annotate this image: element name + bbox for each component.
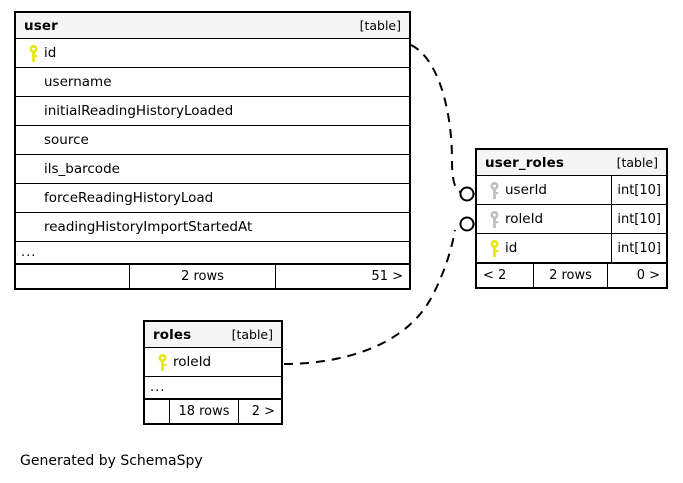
column-cell: ils_barcode <box>16 155 409 183</box>
table-row[interactable]: userId int[10] <box>477 176 666 205</box>
more-columns-indicator: ... <box>16 242 409 264</box>
column-cell: initialReadingHistoryLoaded <box>16 97 409 125</box>
table-roles-tag: [table] <box>231 327 273 342</box>
table-user-header: user [table] <box>16 13 409 39</box>
foreign-key-icon <box>483 210 505 228</box>
table-row[interactable]: source <box>16 126 409 155</box>
column-type: int[10] <box>611 176 666 204</box>
column-name: userId <box>505 182 547 198</box>
footer-parents[interactable] <box>16 265 129 288</box>
table-user-footer: 2 rows 51 > <box>16 264 409 288</box>
footer-row-count: 2 rows <box>533 264 608 287</box>
column-type: int[10] <box>611 234 666 262</box>
column-name: roleId <box>173 354 212 370</box>
table-user-roles-tag: [table] <box>616 155 658 170</box>
table-row[interactable]: id <box>16 39 409 68</box>
table-row[interactable]: id int[10] <box>477 234 666 263</box>
cardinality-zero-circle-roles <box>459 216 475 232</box>
table-roles-footer: 18 rows 2 > <box>145 399 281 423</box>
column-type: int[10] <box>611 205 666 233</box>
column-cell: username <box>16 68 409 96</box>
column-name: id <box>505 240 518 256</box>
footer-row-count: 18 rows <box>169 400 239 423</box>
foreign-key-icon <box>483 181 505 199</box>
table-row[interactable]: username <box>16 68 409 97</box>
column-cell: userId <box>477 176 611 204</box>
table-roles[interactable]: roles [table] roleId ... 18 rows 2 <box>143 320 283 425</box>
more-columns-indicator: ... <box>145 377 281 399</box>
table-row[interactable]: ils_barcode <box>16 155 409 184</box>
primary-key-icon <box>151 353 173 371</box>
column-cell: id <box>16 39 409 67</box>
column-cell: id <box>477 234 611 262</box>
table-user-roles[interactable]: user_roles [table] userId int[10] <box>475 148 668 289</box>
column-name: ils_barcode <box>44 161 120 177</box>
table-user-roles-footer: < 2 2 rows 0 > <box>477 263 666 287</box>
table-user-roles-title: user_roles <box>485 154 564 171</box>
relationship-user-to-user-roles <box>410 44 463 194</box>
column-name: forceReadingHistoryLoad <box>44 190 214 206</box>
table-row[interactable]: initialReadingHistoryLoaded <box>16 97 409 126</box>
column-cell: readingHistoryImportStartedAt <box>16 213 409 241</box>
footer-row-count: 2 rows <box>129 265 276 288</box>
generated-by-caption: Generated by SchemaSpy <box>20 453 203 469</box>
column-cell: roleId <box>145 348 281 376</box>
table-roles-header: roles [table] <box>145 322 281 348</box>
table-row[interactable]: readingHistoryImportStartedAt <box>16 213 409 242</box>
footer-parents[interactable] <box>145 400 169 423</box>
table-user-title: user <box>24 17 58 34</box>
column-name: id <box>44 45 57 61</box>
column-name: initialReadingHistoryLoaded <box>44 103 234 119</box>
column-name: username <box>44 74 112 90</box>
cardinality-zero-circle-user <box>459 186 475 202</box>
table-user-tag: [table] <box>359 18 401 33</box>
table-row[interactable]: roleId <box>145 348 281 377</box>
column-cell: roleId <box>477 205 611 233</box>
footer-children[interactable]: 0 > <box>636 268 660 283</box>
primary-key-icon <box>22 44 44 62</box>
column-cell: forceReadingHistoryLoad <box>16 184 409 212</box>
column-name: roleId <box>505 211 544 227</box>
table-roles-title: roles <box>153 326 192 343</box>
table-user[interactable]: user [table] id username <box>14 11 411 290</box>
table-user-roles-header: user_roles [table] <box>477 150 666 176</box>
footer-children[interactable]: 2 > <box>251 404 275 419</box>
footer-children[interactable]: 51 > <box>371 269 403 284</box>
table-row[interactable]: roleId int[10] <box>477 205 666 234</box>
column-cell: source <box>16 126 409 154</box>
column-name: source <box>44 132 89 148</box>
footer-parents[interactable]: < 2 <box>483 268 507 283</box>
column-name: readingHistoryImportStartedAt <box>44 219 253 235</box>
table-row[interactable]: forceReadingHistoryLoad <box>16 184 409 213</box>
primary-key-icon <box>483 239 505 257</box>
